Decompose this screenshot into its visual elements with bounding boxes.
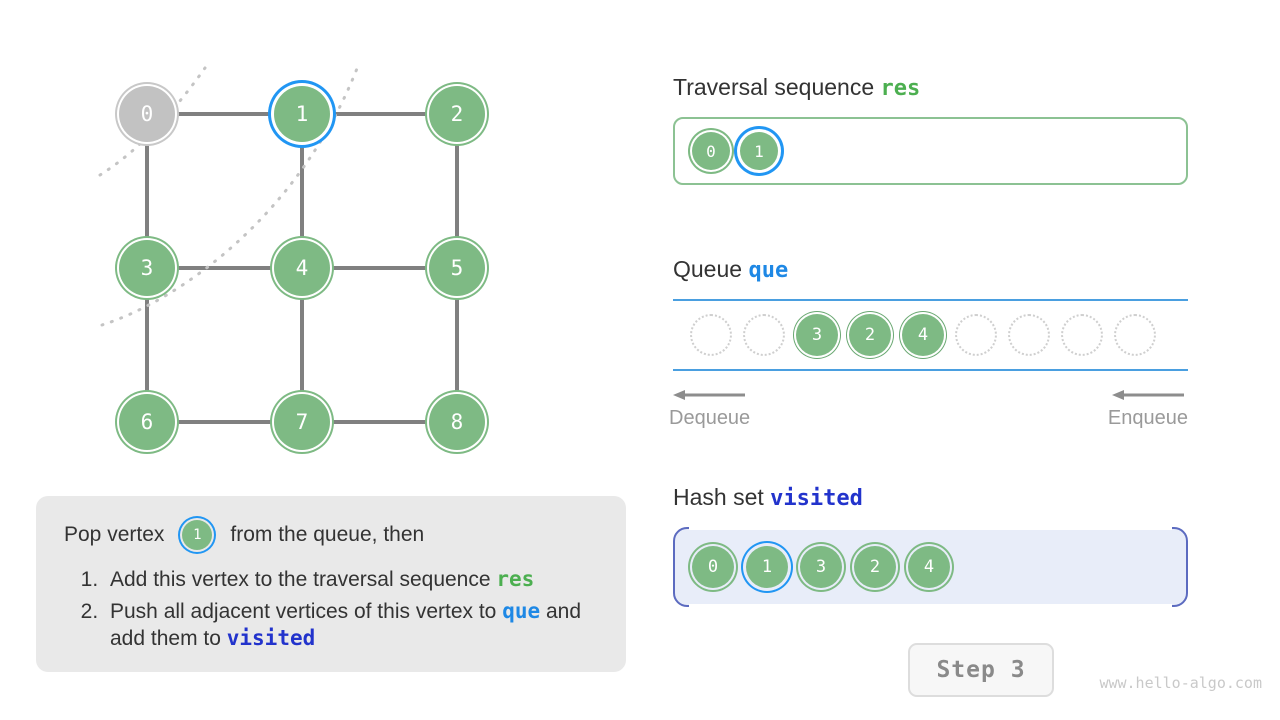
watermark: www.hello-algo.com [1099,674,1262,692]
queue-slot-6 [1008,314,1050,356]
enqueue-arrow-icon [1112,390,1184,400]
res-title-code: res [880,76,921,101]
visited-title-text: Hash set [673,484,771,510]
explanation-vertex-badge: 1 [182,520,213,550]
graph-node-1[interactable]: 1 [274,86,330,142]
visited-item-4: 4 [908,546,950,588]
queue-slot-4: 4 [902,314,944,356]
explanation-box: Pop vertex 1 from the queue, then Add th… [36,496,626,672]
step-badge: Step 3 [908,643,1054,697]
enqueue-label: Enqueue [1107,407,1188,429]
graph-panel: 0 1 2 3 4 5 6 7 8 [0,0,620,480]
queue-slot-7 [1061,314,1103,356]
step-1-code-res: res [496,567,535,591]
frontier-curve-lower [100,64,360,327]
step-2-code-visited: visited [226,626,316,651]
visited-item-1: 1 [746,546,788,588]
dequeue-arrow-icon [673,390,745,400]
visited-title-code: visited [770,486,863,511]
explanation-lead-after: from the queue, then [230,523,425,546]
step-2-text-b: and add them to [110,599,582,651]
queue-slot-5 [955,314,997,356]
visited-item-3: 2 [854,546,896,588]
step-1-text: Add this vertex to the traversal sequenc… [110,568,497,591]
graph-node-8[interactable]: 8 [429,394,485,450]
graph-node-3[interactable]: 3 [119,240,175,296]
queue-slot-2: 3 [796,314,838,356]
res-title: Traversal sequence res [673,74,1188,101]
step-2-text-a: Push all adjacent vertices of this verte… [110,599,503,623]
visited-item-0: 0 [692,546,734,588]
explanation-steps: Add this vertex to the traversal sequenc… [70,566,598,653]
queue-slot-0 [690,314,732,356]
queue-title-text: Queue [673,256,749,282]
graph-node-7[interactable]: 7 [274,394,330,450]
queue-slot-3: 2 [849,314,891,356]
graph-node-6[interactable]: 6 [119,394,175,450]
queue-title: Queue que [673,256,1188,283]
explanation-step-2: Push all adjacent vertices of this verte… [104,598,598,653]
visited-item-2: 3 [800,546,842,588]
queue-title-code: que [748,258,789,283]
queue-arrow-labels: Dequeue Enqueue [669,407,1188,435]
explanation-lead: Pop vertex 1 from the queue, then [64,520,598,550]
graph-node-0[interactable]: 0 [119,86,175,142]
graph-node-5[interactable]: 5 [429,240,485,296]
res-title-text: Traversal sequence [673,74,881,100]
step-2-code-que: que [502,598,541,623]
res-item-1: 1 [740,132,778,170]
explanation-step-1: Add this vertex to the traversal sequenc… [104,566,598,594]
graph-node-4[interactable]: 4 [274,240,330,296]
graph-node-2[interactable]: 2 [429,86,485,142]
explanation-lead-before: Pop vertex [64,523,165,546]
queue-arrows [673,381,1188,407]
queue-slot-1 [743,314,785,356]
visited-title: Hash set visited [673,484,1188,511]
dequeue-label: Dequeue [669,407,751,429]
queue-slot-8 [1114,314,1156,356]
res-item-0: 0 [692,132,730,170]
